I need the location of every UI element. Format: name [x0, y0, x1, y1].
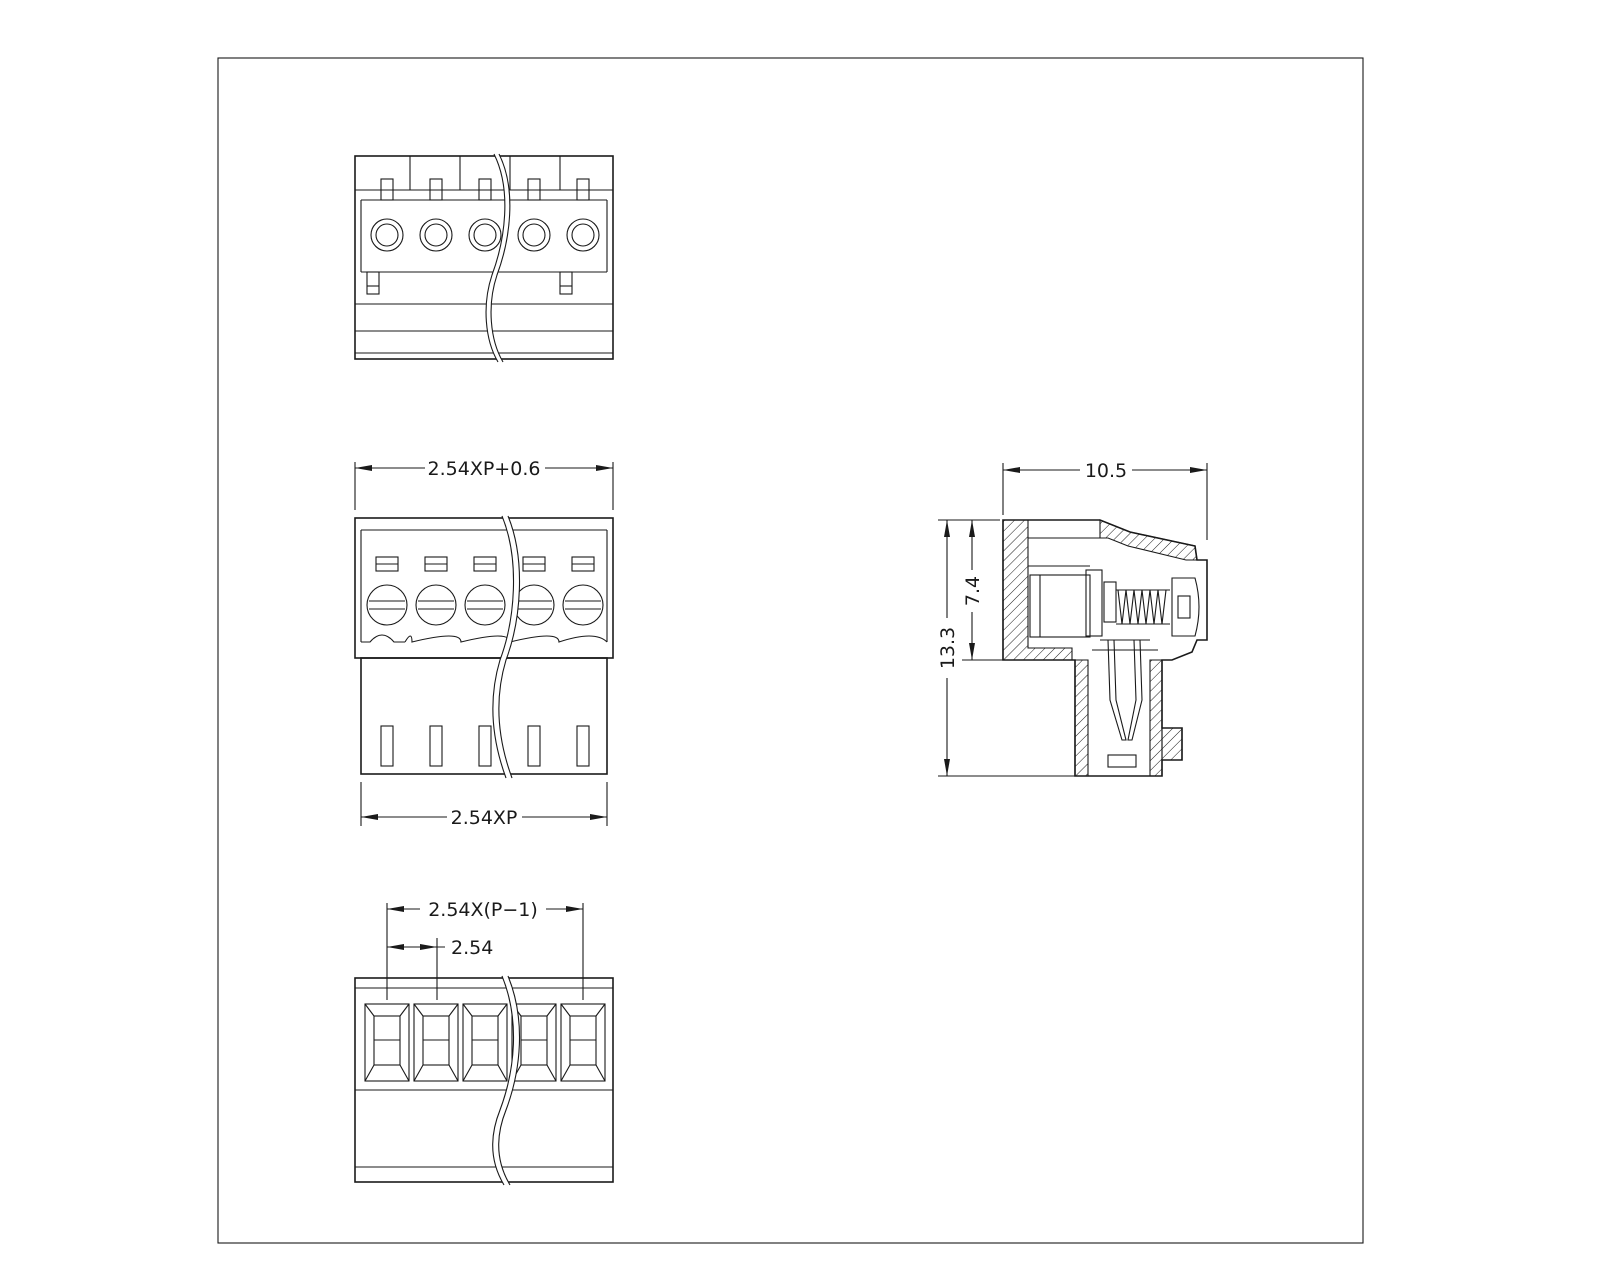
screw-head: [562, 584, 604, 626]
top-tab: [527, 178, 541, 201]
dim-side-height-upper: 7.4: [962, 576, 984, 606]
top-hole-inner: [424, 223, 448, 247]
dim-width-pins: 2.54XP: [451, 807, 518, 829]
top-tab: [478, 178, 492, 201]
top-hole-inner: [473, 223, 497, 247]
front-view: 2.54XP+0.6 2.54XP: [354, 458, 614, 829]
wire-entry-edge: [399, 1064, 410, 1082]
wire-entry: [364, 1003, 410, 1082]
wire-entry: [413, 1003, 459, 1082]
top-hole-inner: [522, 223, 546, 247]
bottom-view: 2.54X(P−1) 2.54: [354, 899, 614, 1186]
screw-head: [366, 584, 408, 626]
wire-entry-edge: [364, 1064, 375, 1082]
wire-entry-edge: [364, 1003, 375, 1017]
wire-entry-edge: [413, 1003, 424, 1017]
wire-entry-edge: [560, 1003, 571, 1017]
wire-entry-edge: [448, 1064, 459, 1082]
top-hole: [370, 218, 404, 252]
dim-width-total: 2.54XP+0.6: [428, 458, 541, 480]
wire-entry-edge: [595, 1064, 606, 1082]
top-tab: [380, 178, 394, 201]
top-hole: [517, 218, 551, 252]
wire-entry-edge: [497, 1003, 508, 1017]
wire-entry-edge: [448, 1003, 459, 1017]
pin-slot: [380, 725, 394, 767]
wire-entry-edge: [413, 1064, 424, 1082]
wire-entry-edge: [546, 1064, 557, 1082]
top-view: [354, 153, 614, 363]
top-tab: [429, 178, 443, 201]
wire-entry-edge: [497, 1064, 508, 1082]
wire-entry: [462, 1003, 508, 1082]
dim-side-width: 10.5: [1085, 460, 1127, 482]
pin-slot: [478, 725, 492, 767]
pin-slot: [429, 725, 443, 767]
dim-pitch-span: 2.54X(P−1): [428, 899, 538, 921]
top-hole-inner: [375, 223, 399, 247]
wire-entry-edge: [462, 1064, 473, 1082]
dim-pitch: 2.54: [451, 937, 493, 959]
top-hole-inner: [571, 223, 595, 247]
wire-entry-edge: [560, 1064, 571, 1082]
wire-entry-edge: [399, 1003, 410, 1017]
pin-slot: [576, 725, 590, 767]
screw-head: [513, 584, 555, 626]
screw-head: [415, 584, 457, 626]
screw-head: [464, 584, 506, 626]
wire-entry-edge: [546, 1003, 557, 1017]
wire-entry-edge: [462, 1003, 473, 1017]
pin-slot: [527, 725, 541, 767]
drawing-frame: [217, 57, 1364, 1244]
top-hole: [566, 218, 600, 252]
top-hole: [468, 218, 502, 252]
top-tab: [576, 178, 590, 201]
wire-entry: [511, 1003, 557, 1082]
wire-entry: [560, 1003, 606, 1082]
wire-entry-edge: [595, 1003, 606, 1017]
top-hole: [419, 218, 453, 252]
dim-side-height-total: 13.3: [937, 627, 959, 669]
side-view: 10.5 13.3 7.4: [937, 460, 1208, 777]
